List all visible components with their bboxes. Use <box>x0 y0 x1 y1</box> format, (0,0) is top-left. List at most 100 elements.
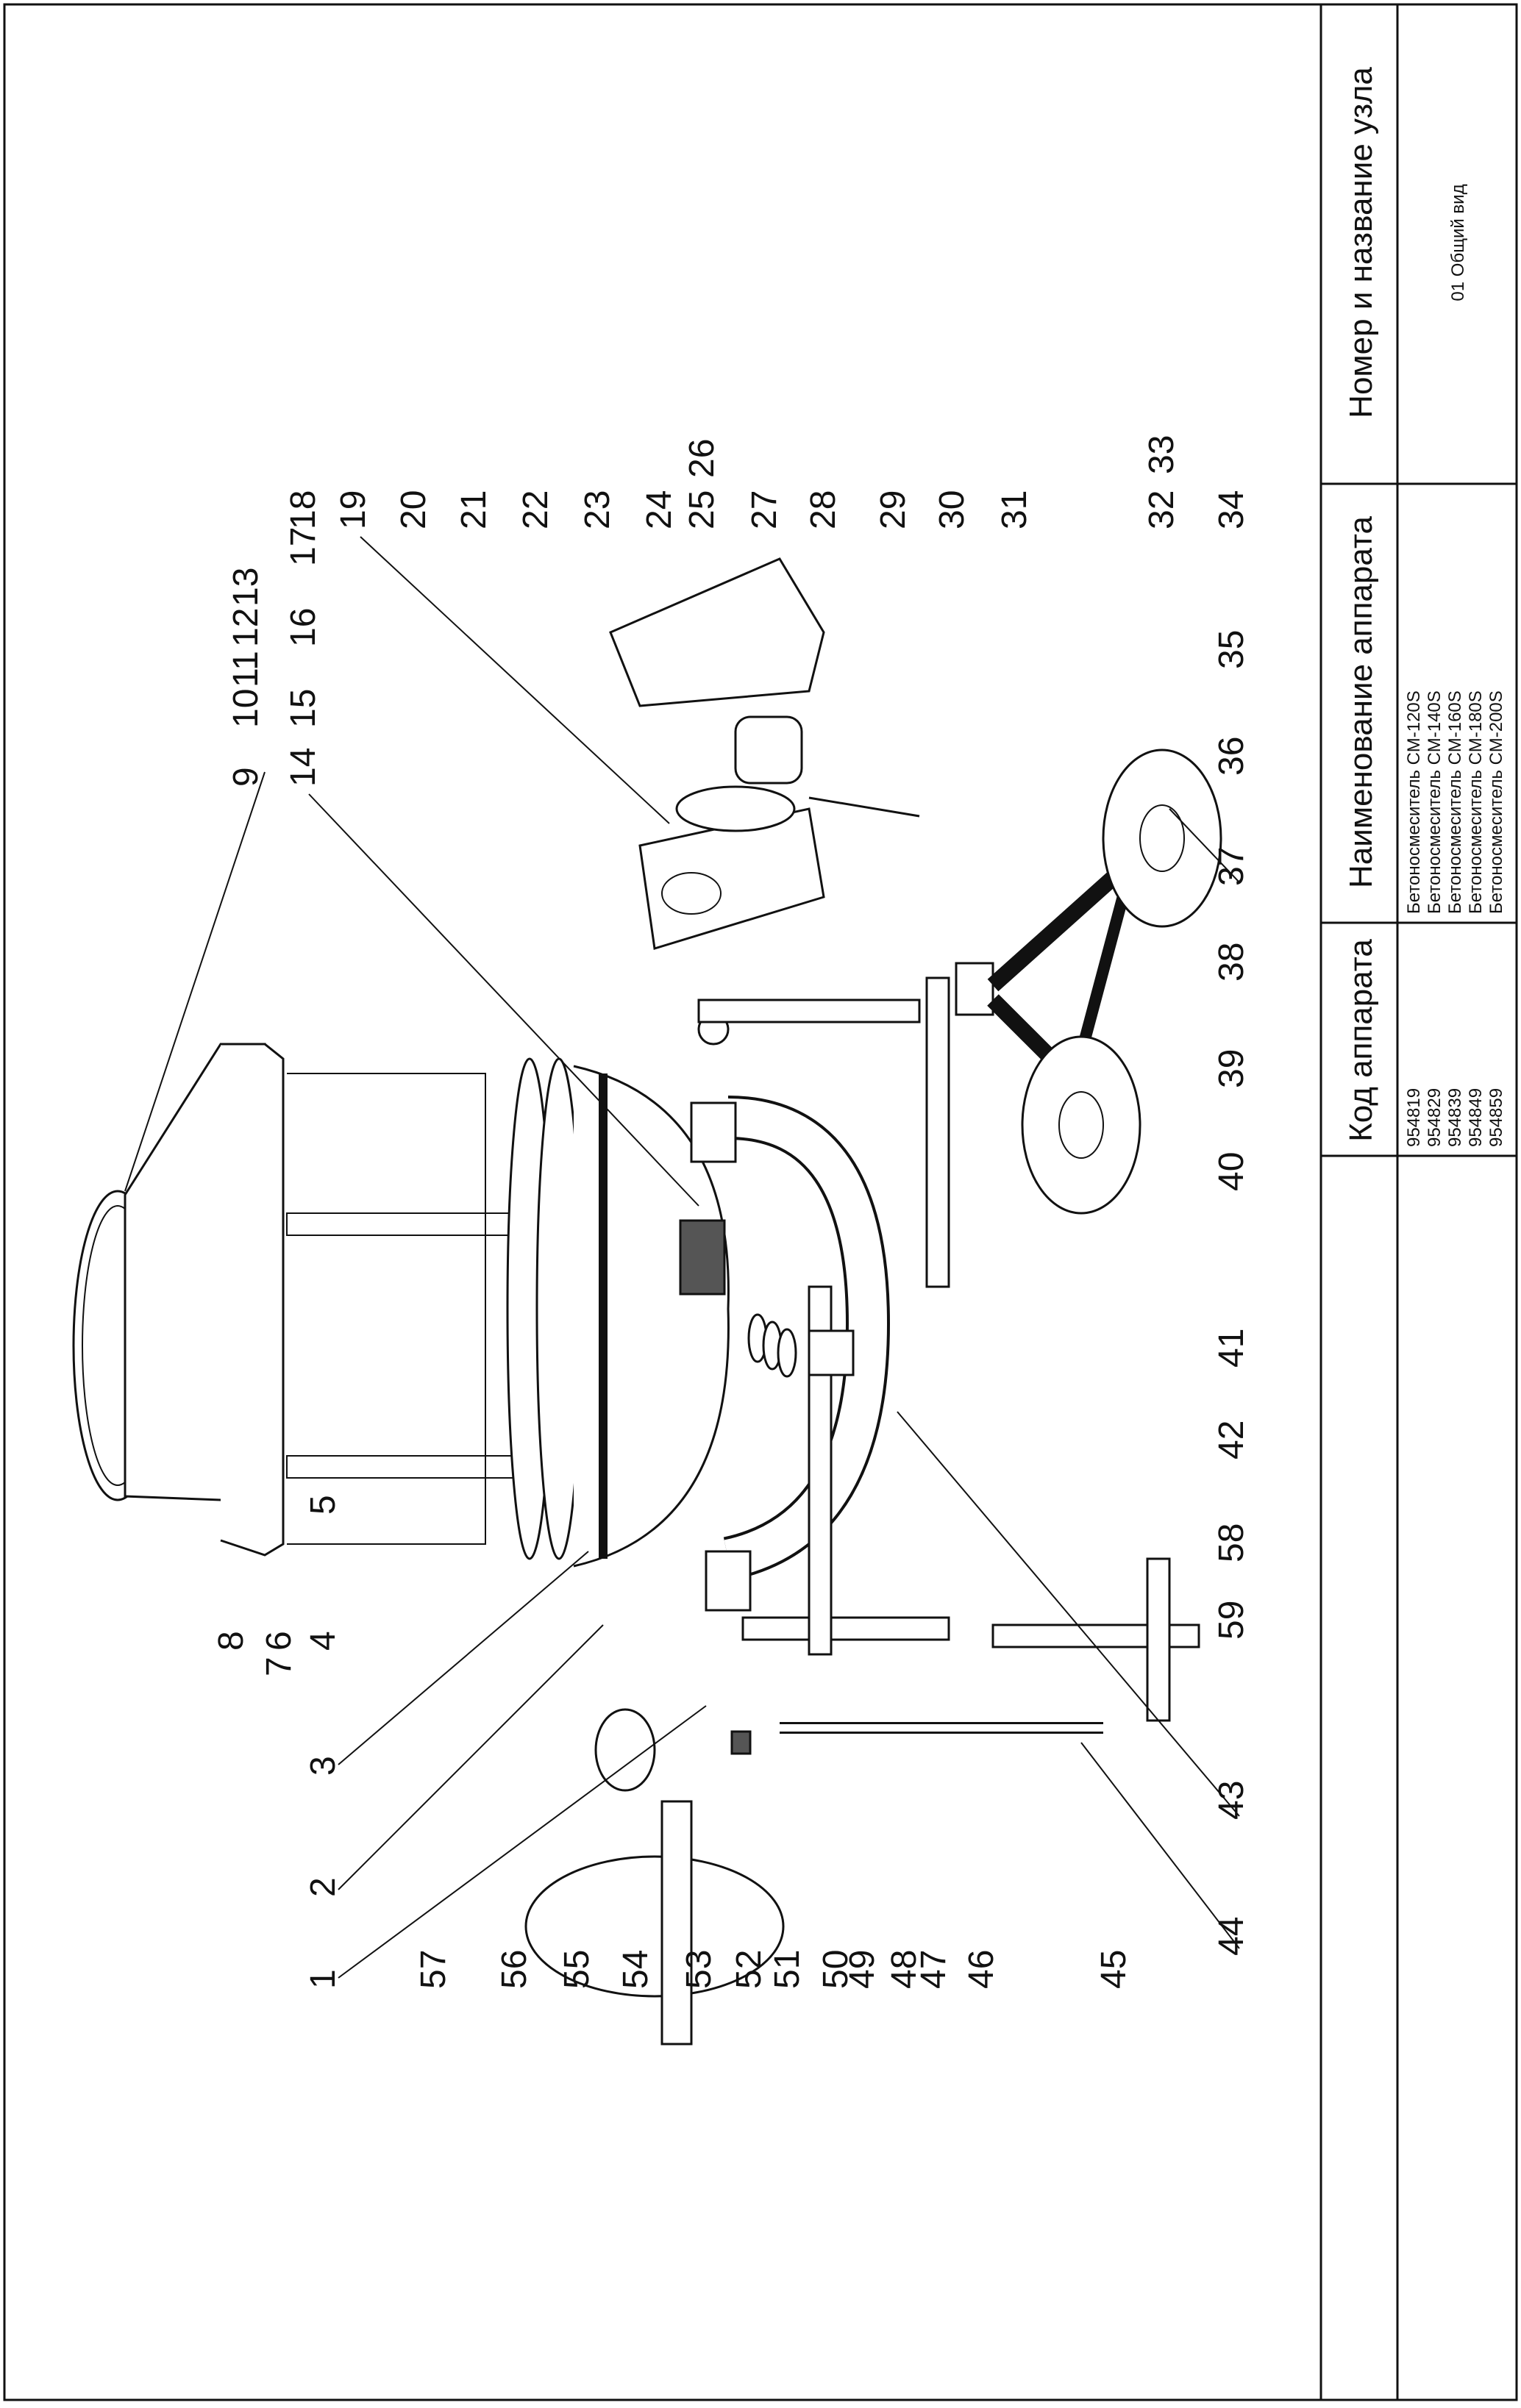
callout-label: 5 <box>304 1495 343 1515</box>
node-value: 01 Общий вид <box>1448 184 1468 301</box>
mixer-exploded-drawing <box>72 557 1222 2046</box>
callout-label: 32 <box>1142 490 1181 529</box>
callout-label: 2 <box>304 1877 343 1897</box>
callout-label: 57 <box>414 1950 453 1989</box>
plate-hole <box>661 872 722 915</box>
callout-label: 56 <box>495 1950 534 1989</box>
callout-label: 47 <box>914 1950 953 1989</box>
frame-rail-upper <box>697 998 921 1023</box>
callout-label: 30 <box>933 490 972 529</box>
callout-label: 51 <box>768 1950 807 1989</box>
table-name-cell: Бетоносмеситель СМ-180S <box>1466 690 1486 914</box>
callout-label: 20 <box>394 490 433 529</box>
callout-label: 24 <box>640 490 679 529</box>
power-cord <box>808 796 920 818</box>
name-cells: Бетоносмеситель СМ-120S Бетоносмеситель … <box>1404 690 1506 914</box>
leader <box>338 1624 604 1890</box>
table-code-cell: 954859 <box>1486 1088 1506 1147</box>
callout-label: 33 <box>1142 435 1181 474</box>
callout-label: 22 <box>516 490 555 529</box>
callout-label: 34 <box>1212 490 1251 529</box>
yoke-frame-fill <box>724 1098 888 1578</box>
wheel-stand <box>955 749 1222 1215</box>
wheel-lower-hub <box>1058 1091 1104 1159</box>
table-name-cell: Бетоносмеситель СМ-140S <box>1425 690 1445 914</box>
axle-tube <box>925 976 950 1288</box>
callout-label: 19 <box>334 490 373 529</box>
header-code: Код аппарата <box>1343 939 1379 1142</box>
callout-label: 3 <box>304 1756 343 1776</box>
callout-label: 13 <box>227 568 266 607</box>
drum-bottom-part <box>286 1057 730 1568</box>
table-code-cell: 954849 <box>1466 1088 1486 1147</box>
callout-label: 9 <box>227 767 266 787</box>
drum-side-lines <box>287 1073 486 1545</box>
table-code-cell: 954829 <box>1425 1088 1445 1147</box>
callout-label: 52 <box>730 1950 769 1989</box>
leader-lines <box>124 536 1240 1979</box>
callout-label: 31 <box>995 490 1034 529</box>
yoke-lower-bracket <box>705 1550 752 1612</box>
callout-label: 7 <box>260 1657 299 1676</box>
callout-label: 15 <box>284 689 323 728</box>
yoke-upper-bracket <box>690 1101 737 1163</box>
callout-label: 46 <box>962 1950 1001 1989</box>
handwheel-part <box>524 1708 785 2046</box>
chassis-part <box>697 976 1200 1734</box>
callouts-right: 9 10 11 12 13 14 15 16 17 18 19 20 21 22… <box>212 435 1251 1989</box>
callout-label: 50 <box>816 1950 855 1989</box>
title-block: Код аппарата Наименование аппарата Номер… <box>1319 3 1518 2401</box>
callout-label: 17 <box>284 527 323 566</box>
callout-label: 4 <box>304 1631 343 1651</box>
wheel-upper-hub <box>1139 804 1185 872</box>
callout-label: 28 <box>804 490 843 529</box>
callout-label: 38 <box>1212 943 1251 982</box>
drum-bottom-bowl <box>573 1065 730 1568</box>
washer-c <box>777 1328 797 1378</box>
drum-flange <box>220 1043 285 1557</box>
pulley-large <box>675 785 796 832</box>
callout-label: 21 <box>455 490 494 529</box>
callout-label: 25 <box>683 490 722 529</box>
callout-label: 23 <box>578 490 617 529</box>
callout-label: 36 <box>1212 737 1251 776</box>
leader <box>360 536 670 824</box>
belt-cover-24 <box>609 557 825 707</box>
leader <box>1080 1742 1240 1949</box>
callout-label: 44 <box>1212 1917 1251 1956</box>
callout-label: 1 <box>304 1969 343 1989</box>
leader <box>338 1551 589 1765</box>
leader <box>338 1705 707 1979</box>
callout-label: 8 <box>212 1631 251 1651</box>
leader <box>308 793 699 1207</box>
stand-arm-1 <box>987 854 1139 992</box>
callout-label: 11 <box>227 651 266 687</box>
leader <box>897 1411 1240 1817</box>
callout-label: 40 <box>1212 1152 1251 1191</box>
motor-assembly <box>609 557 920 950</box>
drum-part <box>72 1043 285 1557</box>
callout-label: 58 <box>1212 1523 1251 1562</box>
callout-label: 29 <box>874 490 913 529</box>
callout-label: 35 <box>1212 630 1251 669</box>
callout-label: 59 <box>1212 1601 1251 1640</box>
table-name-cell: Бетоносмеситель СМ-200S <box>1486 690 1506 914</box>
motor-body <box>734 715 803 785</box>
callout-label: 16 <box>284 608 323 647</box>
leg-foot <box>1146 1557 1171 1722</box>
callout-label: 48 <box>885 1950 924 1989</box>
drum-rib-2 <box>286 1455 523 1479</box>
table-code-cell: 954819 <box>1404 1088 1424 1147</box>
table-name-cell: Бетоносмеситель СМ-120S <box>1404 690 1424 914</box>
leader <box>124 771 266 1192</box>
title-block-frame <box>1319 3 1518 2401</box>
callout-label: 53 <box>680 1950 719 1989</box>
callout-label: 49 <box>843 1950 882 1989</box>
callout-label: 55 <box>558 1950 596 1989</box>
callout-label: 27 <box>745 490 784 529</box>
callout-label: 37 <box>1212 847 1251 886</box>
table-code-cell: 954839 <box>1445 1088 1465 1147</box>
callout-label: 12 <box>227 608 266 647</box>
